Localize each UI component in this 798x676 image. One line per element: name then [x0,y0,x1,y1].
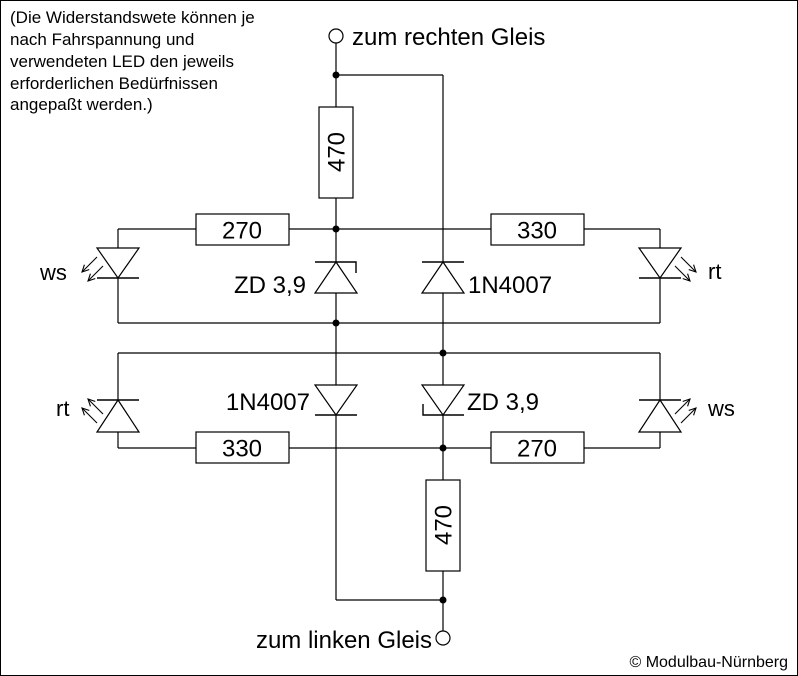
diode-upper: 1N4007 [420,260,552,299]
note-block: (Die Widerstandswete können je nach Fahr… [10,8,255,114]
light-arrow-icon [88,399,104,415]
led-triangle [95,398,141,433]
light-arrow-icon [82,256,98,272]
led-triangle [637,247,683,280]
diode-triangle [420,384,466,417]
resistor-lower-right: 270 [490,431,585,464]
led-color-label: rt [708,259,721,284]
junction-dot [439,349,447,357]
led-lower-left: rt [56,396,141,433]
resistor-upper-right: 330 [490,213,585,246]
terminal-left-track: zum linken Gleis [256,627,451,654]
led-triangle [95,247,141,280]
resistor-value: 270 [222,217,262,244]
resistor-upper-left: 270 [195,213,290,246]
resistor-body [425,479,461,572]
led-color-label: rt [56,396,69,421]
resistor-lower-left: 330 [195,431,290,464]
light-arrow-icon [674,265,690,281]
terminal-right-track: zum rechten Gleis [328,24,545,51]
resistor-value: 270 [517,435,557,462]
zener-diode-upper: ZD 3,9 [234,260,359,299]
zener-label: ZD 3,9 [467,389,539,416]
resistor-value: 470 [430,505,457,545]
note-line: (Die Widerstandswete können je [10,8,255,27]
copyright-notice: © Modulbau-Nürnberg [629,654,788,671]
diode-triangle [313,260,359,294]
resistor-lower-series: 470 [425,479,461,572]
junction-dot [332,71,340,79]
diode-lower: 1N4007 [226,384,359,417]
resistor-upper-series: 470 [318,106,354,199]
light-arrow-icon [680,256,696,272]
note-line: angepaßt werden.) [10,95,153,114]
light-arrow-icon [88,265,104,281]
terminal-circle [328,28,344,44]
zener-bar [422,404,464,416]
terminal-right-track-label: zum rechten Gleis [352,24,545,51]
resistor-body [490,213,585,246]
led-triangle [637,398,683,433]
junction-dot [332,225,340,233]
zener-label: ZD 3,9 [234,272,306,299]
led-color-label: ws [707,396,735,421]
led-color-label: ws [39,260,67,285]
note-line: erforderlichen Bedürfnissen [10,74,218,93]
light-arrow-icon [680,408,696,424]
diode-label: 1N4007 [226,389,310,416]
junction-dot [439,596,447,604]
diode-triangle [313,384,359,417]
junction-dot [332,319,340,327]
note-line: verwendeten LED den jeweils [10,52,234,71]
light-arrow-icon [674,399,690,415]
led-upper-right: rt [637,247,721,284]
light-arrow-icon [82,408,98,424]
zener-bar [315,261,357,273]
terminal-left-track-label: zum linken Gleis [256,627,432,654]
led-upper-left: ws [39,247,141,285]
diode-triangle [420,260,466,294]
led-lower-right: ws [637,396,735,433]
resistor-body [318,106,354,199]
resistor-body [195,431,290,464]
junction-dot [439,444,447,452]
junctions [332,71,447,604]
resistor-body [490,431,585,464]
zener-diode-lower: ZD 3,9 [420,384,539,417]
resistor-value: 330 [222,435,262,462]
resistor-body [195,213,290,246]
diode-label: 1N4007 [468,272,552,299]
terminal-circle [435,630,451,646]
resistor-value: 330 [517,217,557,244]
resistor-value: 470 [323,132,350,172]
note-line: nach Fahrspannung und [10,30,194,49]
